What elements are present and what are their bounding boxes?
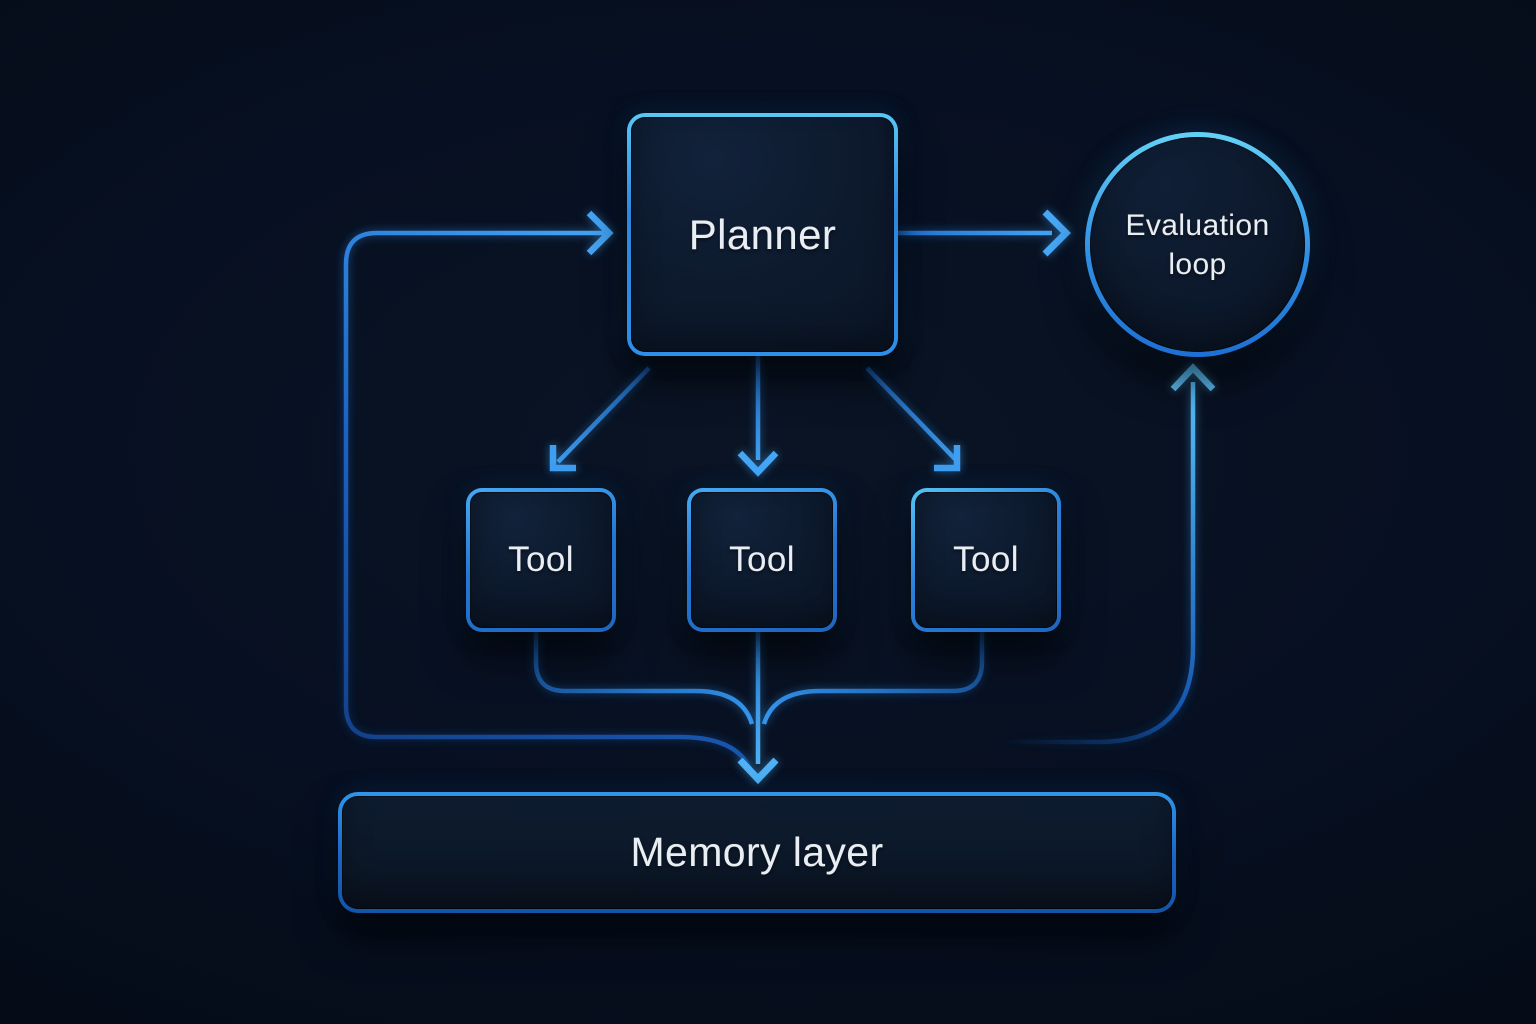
node-memory-layer: Memory layer — [338, 792, 1176, 913]
node-tool-1-body: Tool — [470, 492, 612, 628]
node-tool-2-body: Tool — [691, 492, 833, 628]
node-tool-3: Tool — [911, 488, 1061, 632]
node-memory-body: Memory layer — [342, 796, 1172, 909]
node-evaluation-body: Evaluation loop — [1090, 137, 1305, 352]
memory-layer-label: Memory layer — [630, 829, 884, 875]
node-tool-3-body: Tool — [915, 492, 1057, 628]
tool-3-label: Tool — [953, 540, 1019, 579]
node-planner: Planner — [627, 113, 898, 356]
planner-label: Planner — [688, 210, 837, 258]
node-tool-2: Tool — [687, 488, 837, 632]
tool-1-label: Tool — [508, 540, 574, 579]
node-planner-body: Planner — [631, 117, 894, 352]
node-evaluation-loop: Evaluation loop — [1085, 132, 1310, 357]
node-tool-1: Tool — [466, 488, 616, 632]
evaluation-loop-label: Evaluation loop — [1125, 208, 1270, 281]
tool-2-label: Tool — [729, 540, 795, 579]
